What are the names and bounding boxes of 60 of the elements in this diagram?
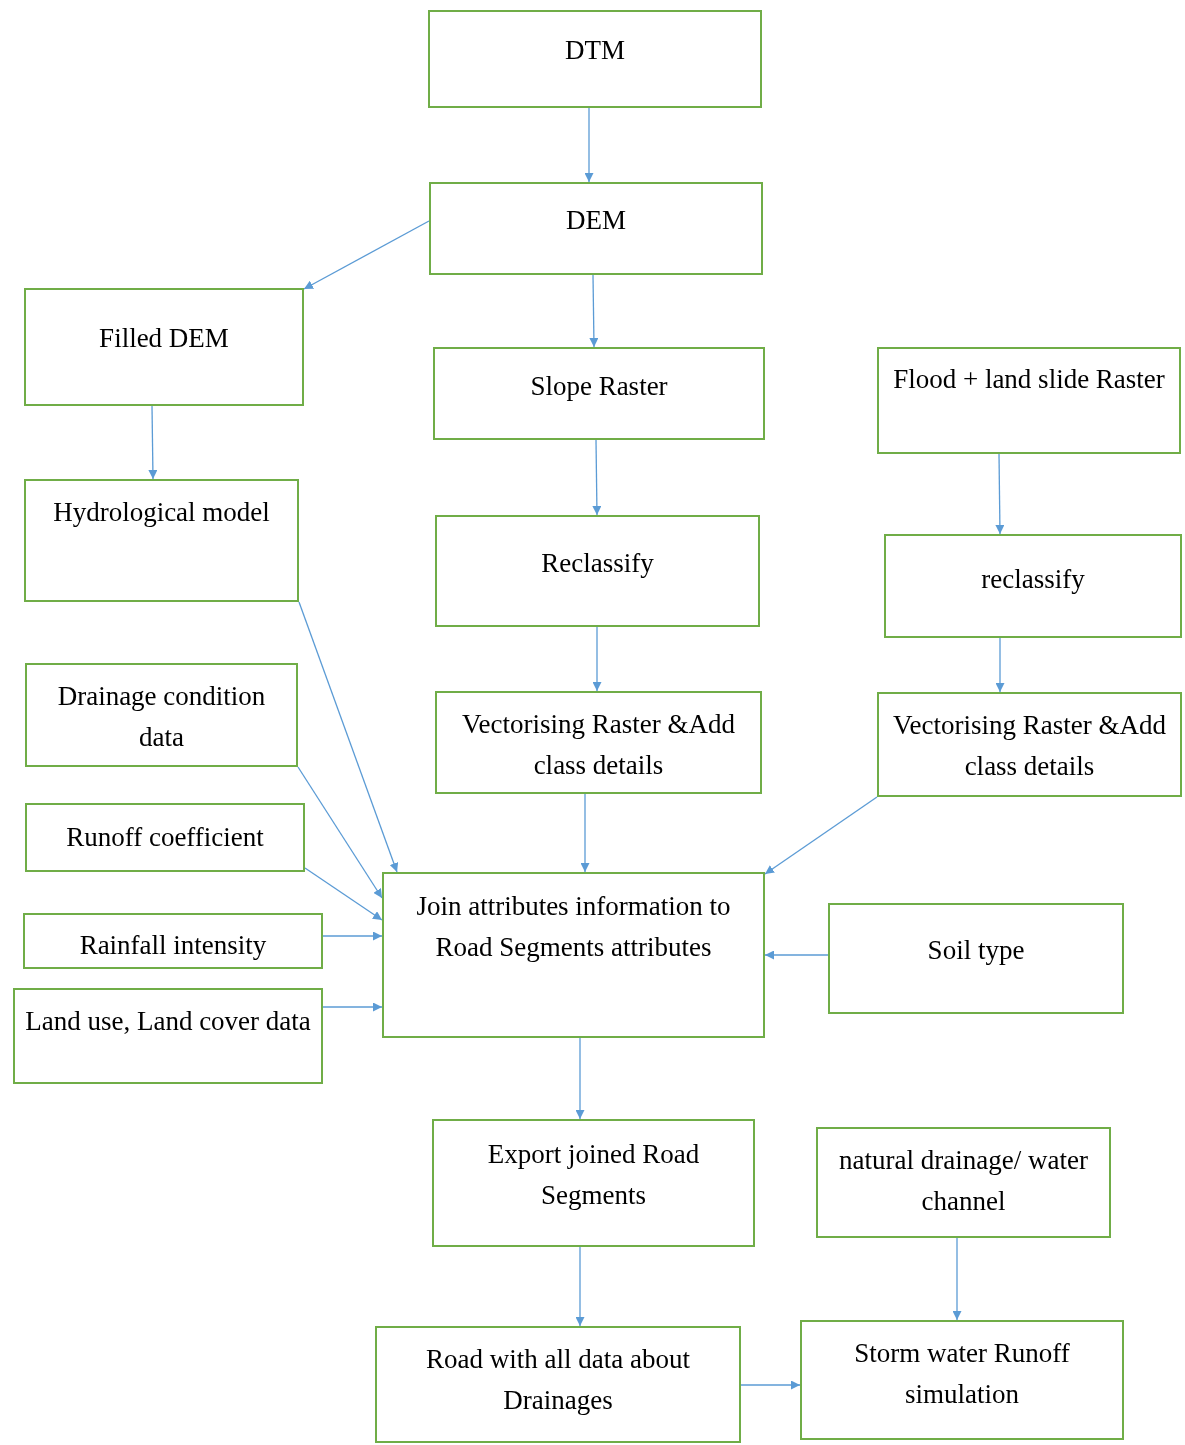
arrow bbox=[322, 931, 383, 941]
box-label: Flood + land slide Raster bbox=[892, 363, 1166, 396]
arrow bbox=[995, 453, 1005, 535]
box-label: Export joined Road Segments bbox=[486, 1138, 701, 1212]
arrow bbox=[580, 793, 590, 873]
arrow bbox=[148, 405, 158, 480]
process-box bbox=[828, 903, 1124, 1014]
box-label: Rainfall intensity bbox=[78, 929, 268, 962]
arrow bbox=[575, 1246, 585, 1327]
process-box bbox=[800, 1320, 1124, 1440]
box-label: Join attributes information to Road Segments attributes bbox=[415, 890, 732, 964]
process-box bbox=[24, 479, 299, 602]
process-box bbox=[435, 515, 760, 627]
process-box bbox=[877, 692, 1182, 797]
box-label: Hydrological model bbox=[52, 496, 271, 529]
process-box bbox=[13, 988, 323, 1084]
process-box bbox=[25, 803, 305, 872]
arrow bbox=[297, 766, 383, 899]
box-label: Filled DEM bbox=[98, 322, 230, 355]
process-box bbox=[432, 1119, 755, 1247]
box-label: Drainage condition data bbox=[56, 680, 267, 754]
box-label: Land use, Land cover data bbox=[24, 1005, 312, 1038]
box-label: Soil type bbox=[926, 934, 1026, 967]
arrow bbox=[764, 950, 829, 960]
arrow bbox=[575, 1037, 585, 1120]
box-label: Reclassify bbox=[540, 547, 655, 580]
arrow bbox=[764, 796, 878, 875]
arrow bbox=[304, 867, 383, 921]
arrow bbox=[952, 1237, 962, 1321]
box-label: DEM bbox=[565, 204, 627, 237]
process-box bbox=[23, 913, 323, 969]
arrow bbox=[589, 274, 599, 348]
process-box bbox=[375, 1326, 741, 1443]
arrow bbox=[584, 107, 594, 183]
box-label: Road with all data about Drainages bbox=[425, 1343, 691, 1417]
arrow bbox=[995, 637, 1005, 693]
arrow bbox=[303, 220, 430, 290]
arrow bbox=[592, 626, 602, 692]
process-box bbox=[877, 347, 1181, 454]
box-label: Vectorising Raster &Add class details bbox=[461, 708, 736, 782]
process-box bbox=[884, 534, 1182, 638]
process-box bbox=[433, 347, 765, 440]
box-label: Vectorising Raster &Add class details bbox=[892, 709, 1167, 783]
box-label: natural drainage/ water channel bbox=[838, 1144, 1089, 1218]
process-box bbox=[24, 288, 304, 406]
box-label: DTM bbox=[564, 34, 626, 67]
process-box bbox=[382, 872, 765, 1038]
arrow bbox=[592, 439, 602, 516]
box-label: reclassify bbox=[980, 563, 1086, 596]
arrow bbox=[322, 1002, 383, 1012]
process-box bbox=[816, 1127, 1111, 1238]
process-box bbox=[429, 182, 763, 275]
process-box bbox=[428, 10, 762, 108]
box-label: Runoff coefficient bbox=[65, 821, 265, 854]
box-label: Slope Raster bbox=[529, 370, 669, 403]
process-box bbox=[435, 691, 762, 794]
box-label: Storm water Runoff simulation bbox=[853, 1337, 1071, 1411]
process-box bbox=[25, 663, 298, 767]
arrow bbox=[298, 601, 399, 873]
arrow bbox=[740, 1380, 801, 1390]
